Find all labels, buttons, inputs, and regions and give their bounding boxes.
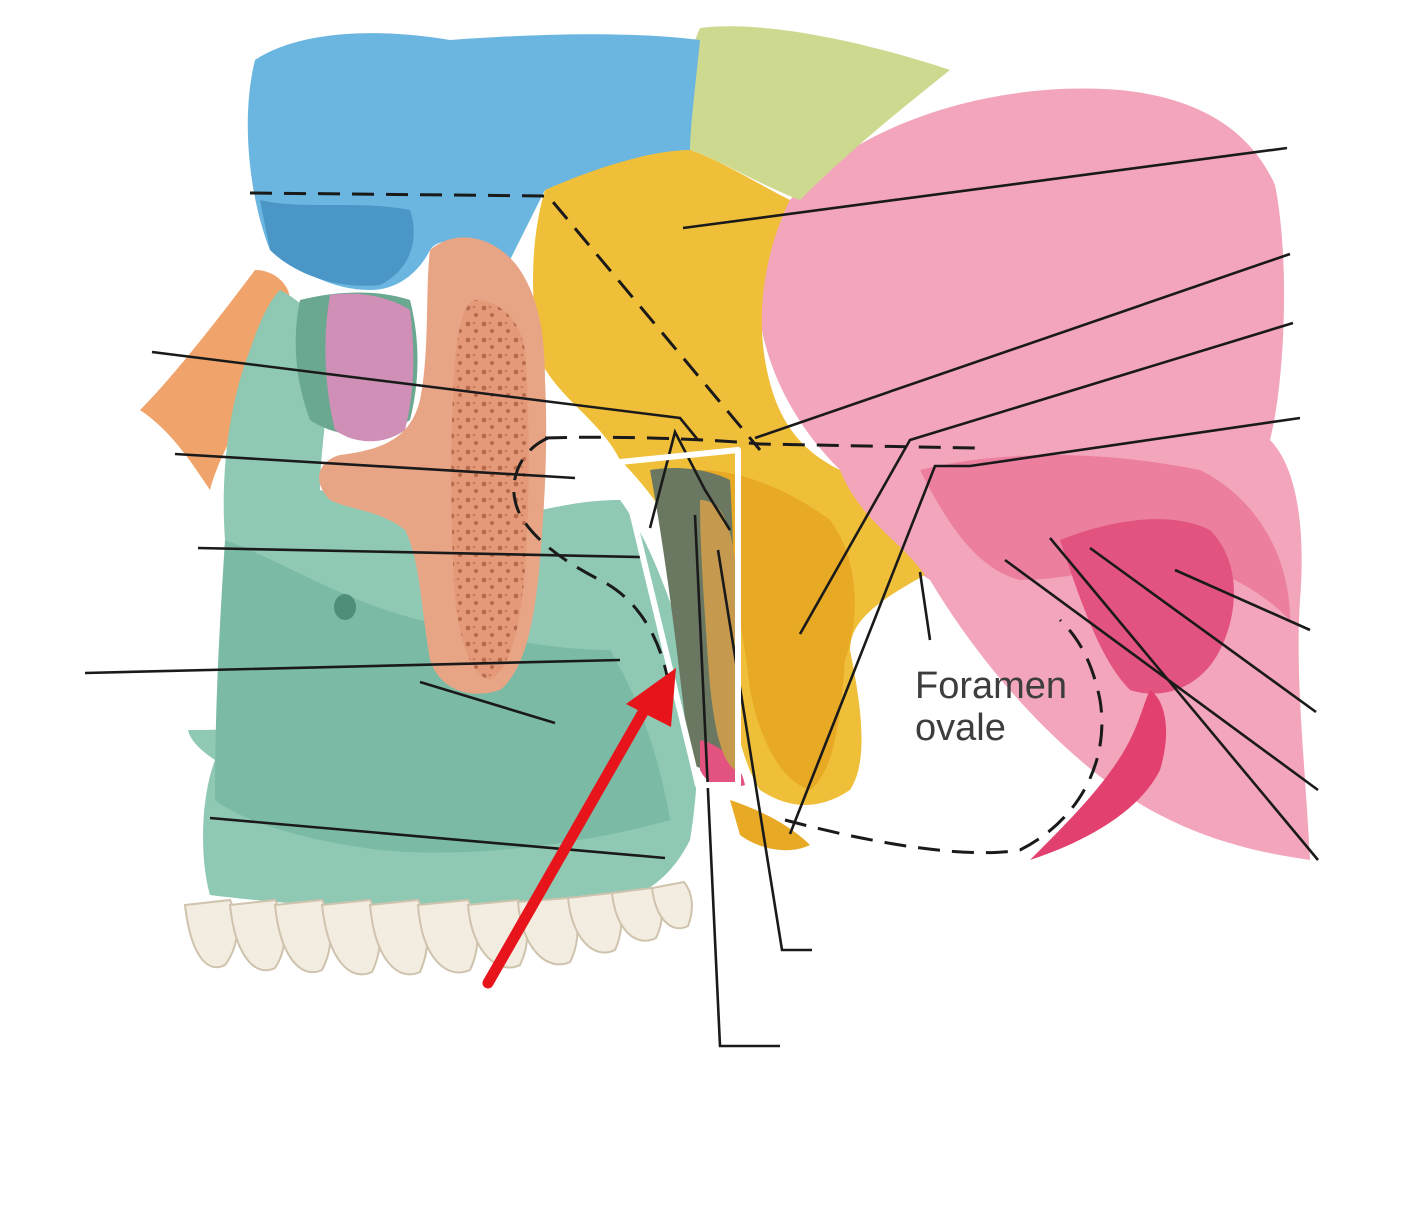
dashed-outlines [249, 191, 1104, 855]
infraorbital-foramen [334, 594, 356, 620]
ethmoid-orbital-plate [325, 293, 414, 442]
leader-lines [84, 146, 1319, 1048]
leader-line [1049, 537, 1319, 861]
frontal-bone-shade [260, 200, 414, 286]
maxilla-shade [215, 540, 670, 853]
leader-line [693, 514, 780, 1048]
leader-line [754, 252, 1291, 440]
leader-line [174, 452, 576, 480]
zygomatic-spongy [451, 300, 529, 680]
lateral-pterygoid-plate [700, 500, 738, 770]
leader-line [798, 321, 1294, 635]
foramen-ovale-label: Foramen [915, 665, 1067, 707]
leader-line [151, 350, 700, 441]
leader-line [788, 416, 1301, 835]
leader-line [648, 428, 732, 531]
pterygoid-hamulus [700, 740, 745, 788]
leader-line [84, 658, 621, 675]
leader-line [209, 816, 666, 860]
leader-line [1174, 568, 1311, 632]
mastoid-process [1060, 519, 1234, 694]
nasal-bone [140, 270, 290, 490]
red-arrow-icon [482, 668, 676, 989]
leader-line [1004, 558, 1319, 792]
leader-line [682, 146, 1288, 230]
zygomatic-arch-fragment [730, 800, 810, 851]
leader-line [197, 546, 641, 559]
styloid-process [1030, 690, 1167, 860]
leader-line [1089, 546, 1317, 714]
leader-line [419, 680, 556, 725]
parietal-bone [684, 26, 950, 201]
leader-line [918, 571, 932, 641]
foramen-ovale-label-line2: ovale [915, 707, 1006, 749]
